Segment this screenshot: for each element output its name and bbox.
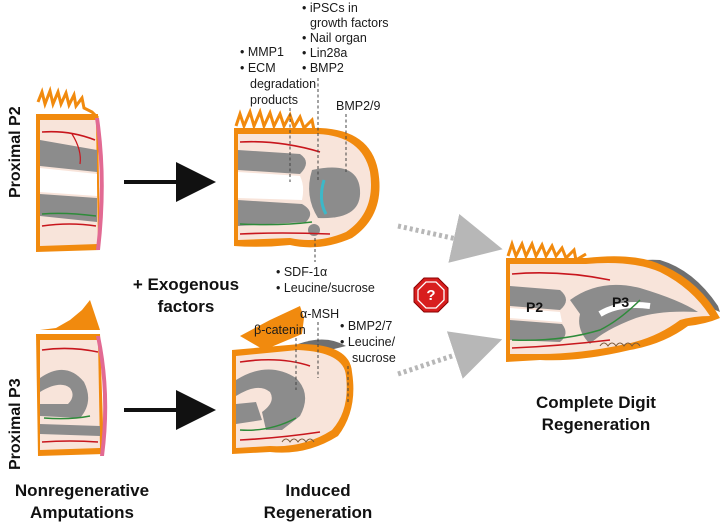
caption-induced-line1: Induced	[285, 481, 350, 500]
stop-sign-icon: ?	[413, 277, 449, 313]
exogenous-factors-label: + Exogenous	[133, 275, 239, 294]
svg-text:• Nail organ: • Nail organ	[302, 31, 367, 45]
annotation-sdf1a-leucine: • SDF-1α • Leucine/sucrose	[276, 238, 375, 295]
svg-text:• ECM: • ECM	[240, 61, 276, 75]
row-label-proximal-p2: Proximal P2	[7, 106, 24, 198]
svg-text:degradation: degradation	[250, 77, 316, 91]
bone-label-p3: P3	[612, 294, 629, 310]
annotation-ipsc-nail-lin28a-bmp2: • iPSCs in growth factors • Nail organ •…	[302, 1, 389, 180]
p2-induced-digit	[234, 107, 380, 248]
annotation-b-catenin: β-catenin	[254, 323, 306, 390]
annotation-a-msh: α-MSH	[300, 307, 339, 378]
svg-text:growth factors: growth factors	[310, 16, 389, 30]
svg-text:• Leucine/sucrose: • Leucine/sucrose	[276, 281, 375, 295]
svg-text:α-MSH: α-MSH	[300, 307, 339, 321]
svg-text:products: products	[250, 93, 298, 107]
p2-amputated-digit	[36, 85, 104, 252]
svg-text:sucrose: sucrose	[352, 351, 396, 365]
annotation-mmp1-ecm: • MMP1 • ECM degradation products	[240, 45, 316, 182]
arrow-induced-p2-to-complete	[397, 214, 503, 263]
arrow-induced-p3-to-complete	[397, 331, 503, 379]
caption-complete-line1: Complete Digit	[536, 393, 656, 412]
svg-text:• BMP2: • BMP2	[302, 61, 344, 75]
annotation-bmp2-9: BMP2/9	[336, 99, 381, 172]
caption-nonregenerative-line1: Nonregenerative	[15, 481, 149, 500]
complete-regenerated-digit: P2 P3	[506, 239, 720, 362]
svg-text:• MMP1: • MMP1	[240, 45, 284, 59]
row-label-proximal-p3: Proximal P3	[7, 378, 24, 470]
caption-induced-line2: Regeneration	[264, 503, 373, 522]
annotation-bmp2-7-leucine: • BMP2/7 • Leucine/ sucrose	[340, 319, 396, 404]
svg-text:β-catenin: β-catenin	[254, 323, 306, 337]
exogenous-factors-label-line2: factors	[158, 297, 215, 316]
svg-text:• Lin28a: • Lin28a	[302, 46, 347, 60]
svg-text:BMP2/9: BMP2/9	[336, 99, 381, 113]
bone-label-p2: P2	[526, 299, 543, 315]
svg-text:• SDF-1α: • SDF-1α	[276, 265, 327, 279]
p3-induced-digit	[232, 306, 354, 454]
caption-complete-line2: Regeneration	[542, 415, 651, 434]
p3-amputated-digit	[36, 300, 108, 456]
caption-nonregenerative-line2: Amputations	[30, 503, 134, 522]
svg-text:?: ?	[426, 287, 435, 304]
svg-text:• BMP2/7: • BMP2/7	[340, 319, 392, 333]
svg-text:• iPSCs in: • iPSCs in	[302, 1, 358, 15]
svg-text:• Leucine/: • Leucine/	[340, 335, 396, 349]
